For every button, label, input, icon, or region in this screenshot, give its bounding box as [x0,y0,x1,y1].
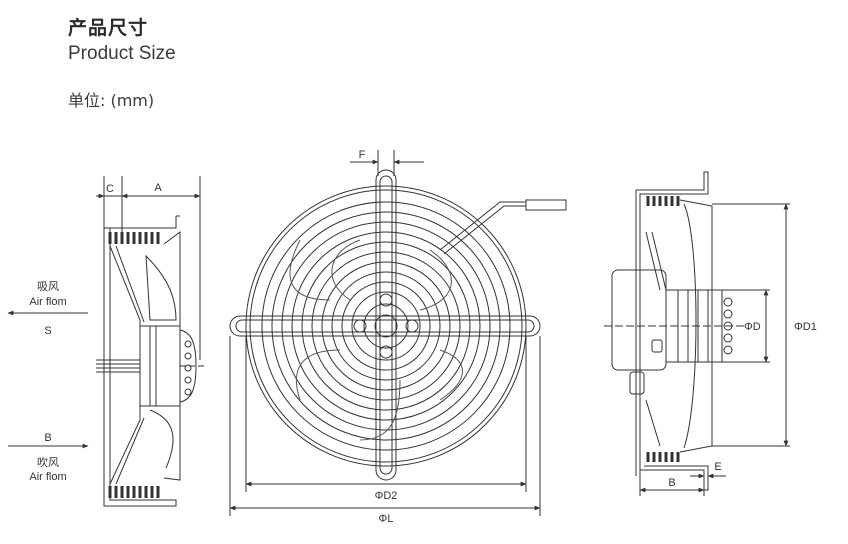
front-blades [289,239,463,441]
dim-d2-label: ΦD2 [375,490,398,502]
unit-label: 单位: (mm) [68,91,155,110]
suction-cn-label: 吸风 [37,280,59,293]
front-view [229,150,567,516]
dim-l-label: ΦL [379,513,394,525]
rear-grille-top [646,196,680,206]
blow-en-label: Air flom [29,471,66,483]
rear-grille-bottom [646,452,680,462]
blow-cn-label: 吹风 [37,456,59,469]
front-grille-rings [245,185,527,467]
blow-b-label: B [44,432,51,444]
dim-a-label: A [154,182,162,194]
side-grille-bottom [108,486,160,498]
side-view [7,176,206,507]
dim-e-label: E [714,461,721,473]
dim-d1-label: ΦD1 [794,321,817,333]
suction-s-label: S [44,325,51,337]
page-title-cn: 产品尺寸 [68,17,149,39]
suction-en-label: Air flom [29,296,66,308]
dim-b-label: B [668,477,675,489]
page-title-en: Product Size [68,43,176,64]
dim-c-label: C [106,183,114,195]
rear-view [604,171,790,496]
dim-d-label: ΦD [744,321,761,333]
dim-f-label: F [359,149,366,161]
side-grille-top [108,232,160,244]
